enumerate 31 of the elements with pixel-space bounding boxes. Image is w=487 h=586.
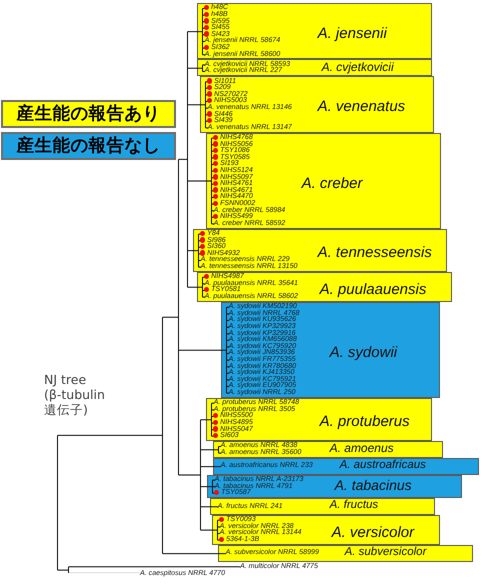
clade-box	[221, 302, 440, 398]
species-label: A. fructus	[330, 499, 378, 513]
species-label: A. venenatus	[318, 97, 406, 118]
clade-box	[200, 76, 434, 133]
species-label: A. sydowii	[330, 342, 398, 363]
clade-box	[206, 398, 432, 441]
species-label: A. puulaauensis	[320, 280, 426, 300]
species-label: A. tabacinus	[334, 476, 412, 495]
clade-box	[213, 441, 443, 458]
clade-box	[206, 132, 441, 229]
clade-box	[197, 272, 452, 302]
clade-box	[218, 544, 473, 562]
tree-method-label: NJ tree (β-tubulin 遺伝子)	[44, 372, 106, 417]
species-label: A. cvjetkovicii	[322, 60, 394, 74]
species-label: A. versicolor	[332, 522, 414, 543]
species-label: A. protuberus	[320, 412, 410, 432]
legend-label: 産生能の報告あり	[16, 104, 160, 124]
species-label: A. amoenus	[330, 442, 394, 456]
species-label: A. austroafricaus	[340, 459, 426, 472]
clade-box	[207, 474, 462, 498]
clade-box	[213, 458, 479, 475]
species-label: A. tennesseensis	[318, 243, 432, 263]
clade-box	[212, 514, 440, 545]
clade-box	[210, 498, 435, 515]
clade-box	[197, 59, 432, 76]
legend-label: 産生能の報告なし	[16, 136, 160, 156]
clade-box	[193, 228, 447, 272]
species-label: A. subversicolor	[344, 546, 426, 560]
species-label: A. jensenii	[318, 24, 387, 44]
clade-box	[197, 3, 432, 60]
species-label: A. creber	[302, 174, 362, 194]
